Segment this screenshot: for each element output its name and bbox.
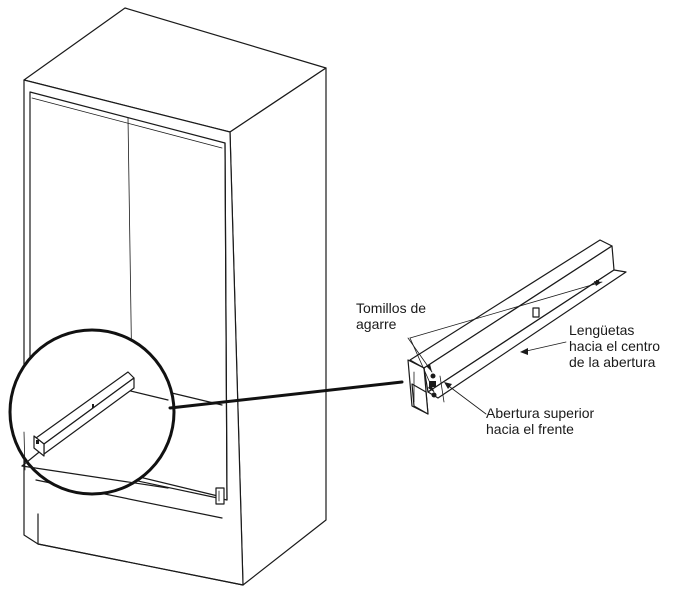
leader-tabs [521, 341, 567, 353]
rail-screw-bottom [431, 392, 437, 398]
cabinet-bracket [215, 487, 225, 505]
leader-screws-2 [409, 337, 435, 393]
detail-magnifier [8, 328, 176, 496]
cabinet-plinth [37, 513, 244, 586]
rail-slot [532, 307, 540, 318]
magnifier-rail [33, 371, 135, 457]
rail-clip [429, 381, 436, 387]
rail-detail [407, 239, 627, 415]
cabinet-front [23, 79, 244, 586]
rail-web [423, 245, 615, 393]
cabinet-inner-edge [224, 142, 228, 501]
leader-opening [445, 383, 487, 415]
leader-screws-3 [409, 281, 603, 339]
cabinet-inner-top [31, 97, 223, 149]
magnifier-shelf-front [21, 465, 169, 489]
callout-leaders [407, 281, 603, 415]
cabinet-side [229, 67, 327, 586]
cabinet [23, 7, 327, 586]
rail-top-opening [411, 383, 429, 415]
rail-screw-top [430, 373, 436, 379]
detail-pointer-line [168, 380, 404, 410]
